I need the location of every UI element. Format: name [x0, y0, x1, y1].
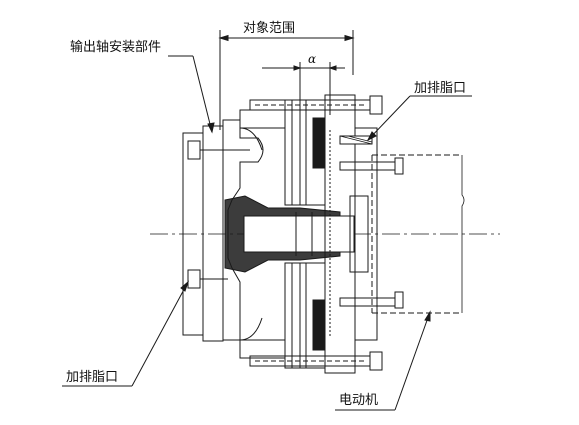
motor-adapter: [339, 127, 404, 341]
leader-motor: [335, 310, 431, 411]
leader-grease-top: [366, 95, 472, 142]
label-grease-inlet-top: 加排脂口: [414, 81, 467, 96]
label-output-shaft-parts: 输出轴安装部件: [70, 40, 162, 55]
alpha-dimension: [262, 62, 345, 115]
object-range-dimension: [218, 30, 355, 130]
top-bolt: [249, 95, 383, 115]
leader-grease-bottom: [62, 280, 190, 387]
label-object-range: 对象范围: [243, 21, 296, 36]
label-motor: 电动机: [339, 393, 379, 408]
bottom-bolt: [249, 351, 383, 371]
leader-output-shaft: [168, 55, 215, 134]
motor-outline: [371, 154, 465, 314]
reducer-housing: [284, 94, 356, 374]
label-grease-inlet-bottom: 加排脂口: [66, 370, 119, 385]
shaft-section: [224, 195, 355, 273]
label-alpha: α: [308, 52, 317, 66]
